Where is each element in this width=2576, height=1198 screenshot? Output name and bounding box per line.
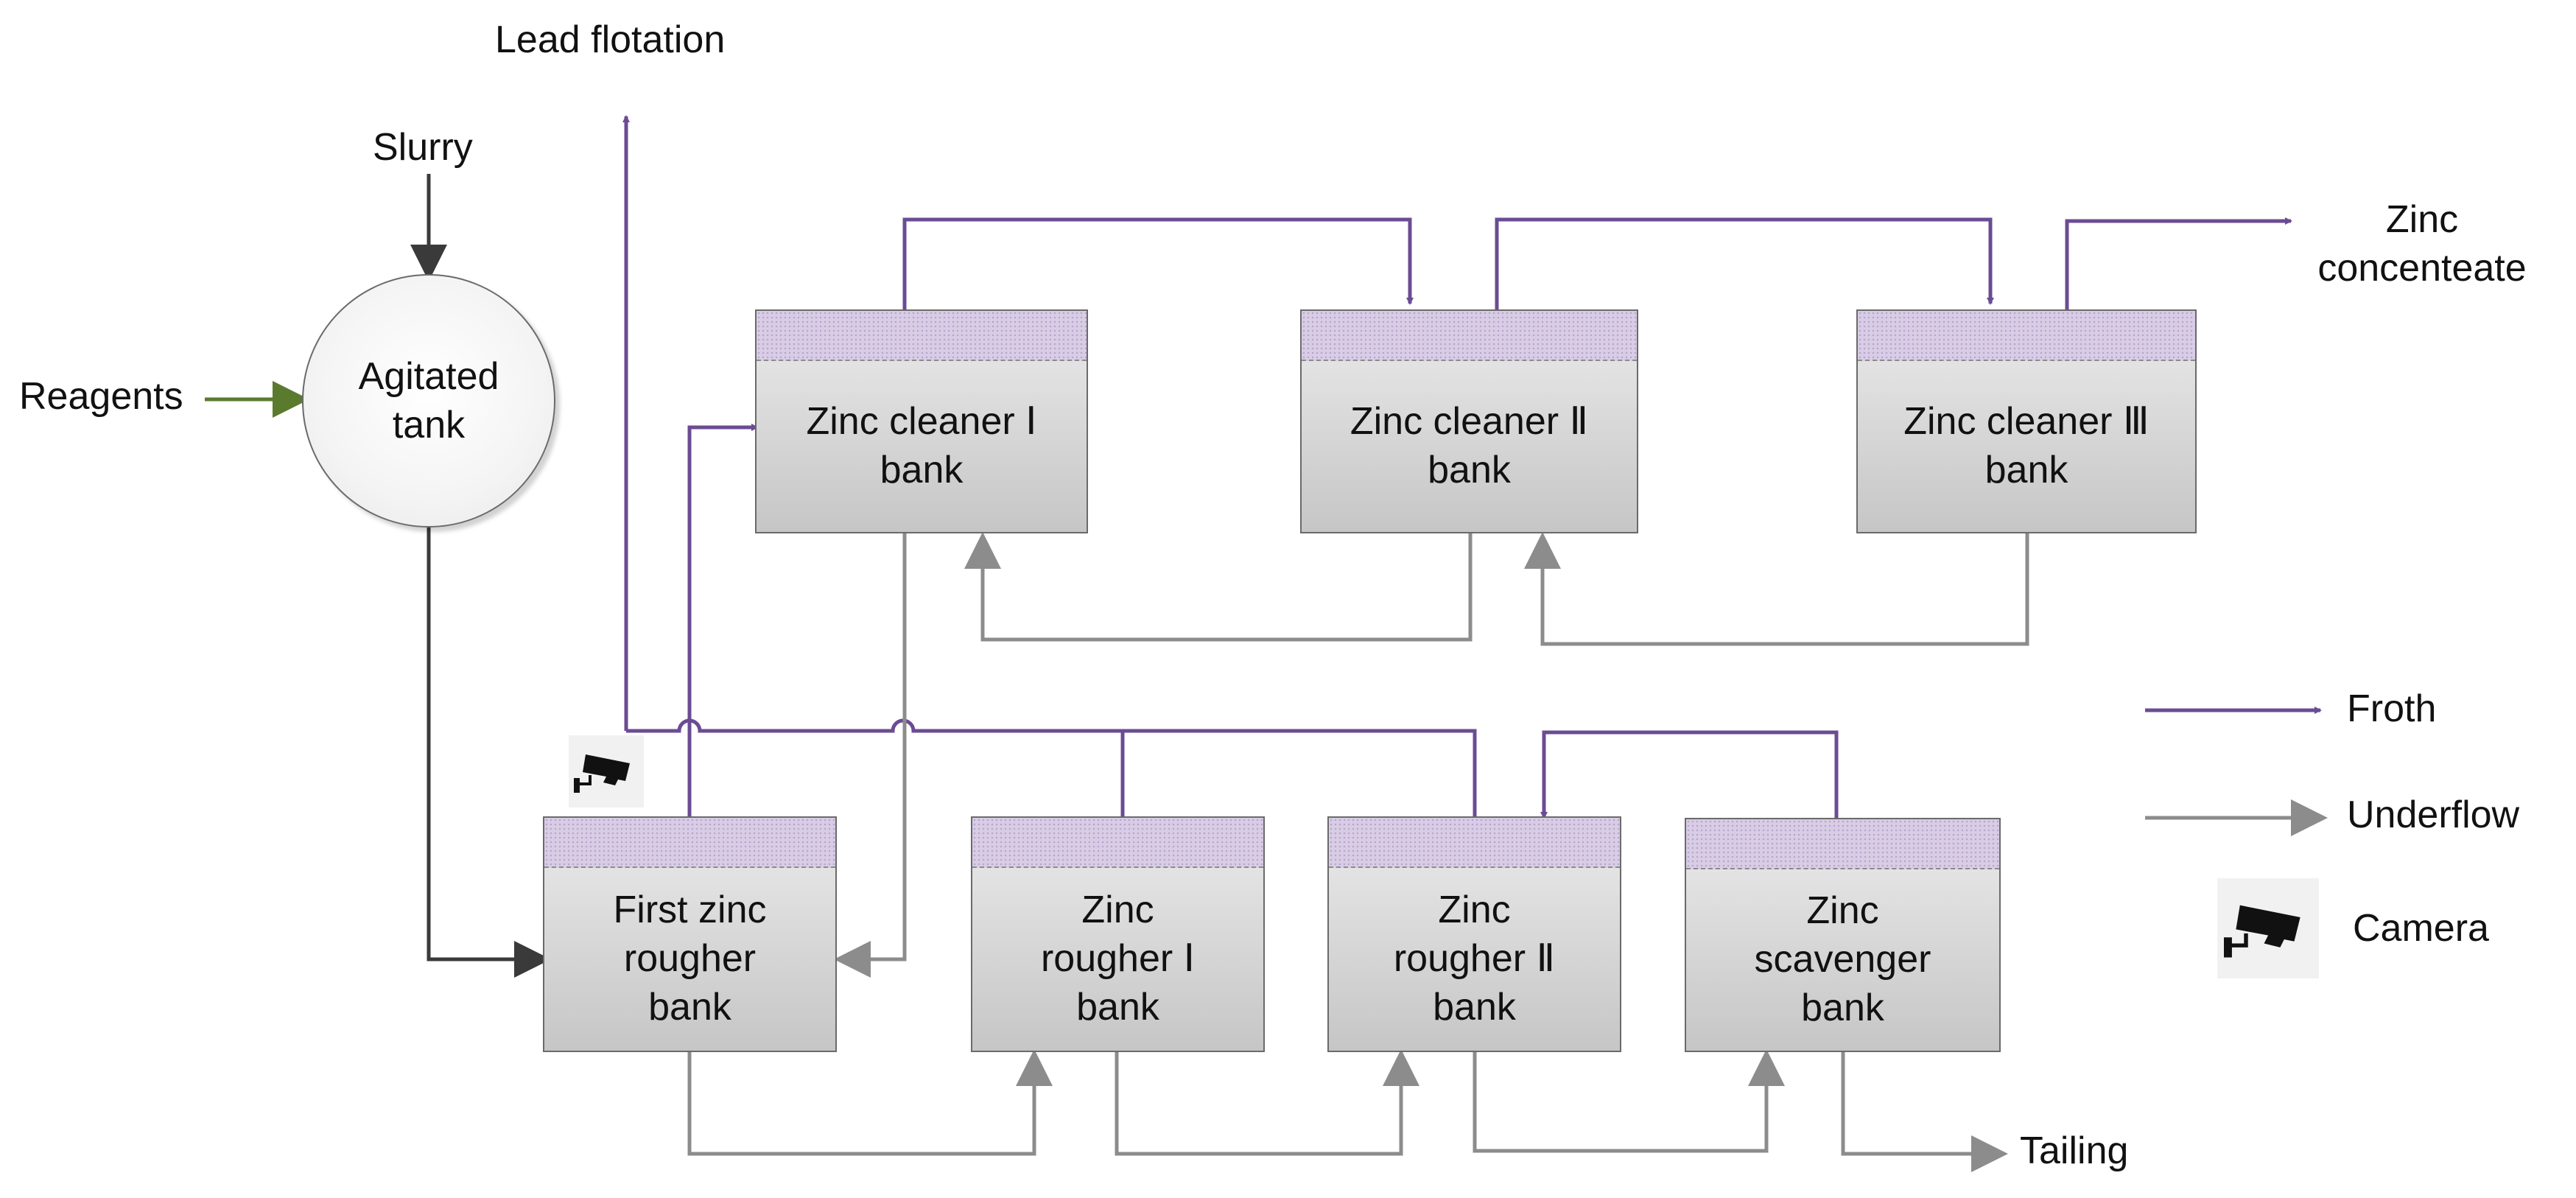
- zinc-rougher-1-bank: Zinc rougher Ⅰ bank: [971, 816, 1265, 1052]
- bank-label-line: bank: [1428, 449, 1511, 491]
- bank-label-line: rougher Ⅱ: [1393, 937, 1556, 980]
- bank-label-line: bank: [1801, 987, 1884, 1029]
- tank-to-first-rougher-line: [427, 526, 551, 978]
- lead-flotation-label: Lead flotation: [495, 18, 726, 61]
- camera-icon: [569, 735, 644, 808]
- rougher-froth-collector-line: [626, 718, 1477, 816]
- bank-label-line: rougher: [623, 937, 757, 980]
- bank-label-line: Zinc: [1438, 889, 1511, 931]
- bank-label-line: Zinc cleaner Ⅱ: [1350, 400, 1589, 443]
- bank-label-line: bank: [880, 449, 964, 491]
- first-rougher-to-cleaner1-line: [687, 424, 759, 816]
- bank-label-line: scavenger: [1754, 938, 1931, 981]
- froth-lines: [622, 115, 2292, 819]
- froth-layer: [1858, 311, 2195, 361]
- bank-label-line: First zinc: [613, 889, 767, 931]
- legend-camera-label: Camera: [2353, 907, 2489, 950]
- legend-camera-icon: [2217, 878, 2319, 978]
- reagents-label: Reagents: [19, 375, 183, 418]
- froth-layer: [972, 818, 1263, 868]
- first-rougher-underflow-line: [687, 1049, 1053, 1156]
- bank-label: Zinc rougher Ⅰ bank: [972, 866, 1263, 1051]
- underflow-lines: [687, 532, 2029, 1172]
- cleaner2-to-cleaner3-line: [1495, 217, 1994, 309]
- cleaner1-underflow-line: [834, 532, 907, 978]
- bank-label-line: bank: [648, 986, 731, 1029]
- bank-label: Zinc cleaner Ⅰ bank: [757, 360, 1087, 532]
- zinc-concentrate-label-line2: concenteate: [2317, 247, 2527, 290]
- zinc-cleaner-1-bank: Zinc cleaner Ⅰ bank: [755, 309, 1088, 533]
- legend-lines: [2145, 707, 2328, 836]
- tailing-label: Tailing: [2020, 1129, 2129, 1172]
- bank-label-line: rougher Ⅰ: [1040, 937, 1195, 980]
- bank-label: Zinc cleaner Ⅲ bank: [1858, 360, 2195, 532]
- cleaner2-underflow-line: [964, 532, 1473, 642]
- cleaner3-underflow-line: [1524, 532, 2029, 646]
- zinc-concentrate-label-line1: Zinc: [2385, 198, 2459, 241]
- scavenger-to-tailing-line: [1841, 1051, 2008, 1172]
- camera-icon-glyph: [574, 754, 630, 793]
- zinc-cleaner-2-bank: Zinc cleaner Ⅱ bank: [1300, 309, 1638, 533]
- zinc-scavenger-bank: Zinc scavenger bank: [1685, 818, 2001, 1052]
- cleaner1-to-cleaner2-line: [902, 217, 1414, 309]
- bank-label: Zinc scavenger bank: [1686, 868, 1999, 1051]
- first-zinc-rougher-bank: First zinc rougher bank: [543, 816, 837, 1052]
- zinc-cleaner-3-bank: Zinc cleaner Ⅲ bank: [1856, 309, 2197, 533]
- bank-label-line: Zinc cleaner Ⅰ: [806, 400, 1037, 443]
- froth-layer: [1686, 819, 1999, 869]
- bank-label-line: Zinc: [1806, 889, 1879, 932]
- froth-layer: [1302, 311, 1637, 361]
- legend-underflow-label: Underflow: [2347, 794, 2520, 836]
- froth-layer: [1329, 818, 1620, 868]
- bank-label-line: bank: [1076, 986, 1159, 1029]
- legend-froth-label: Froth: [2347, 687, 2437, 730]
- cleaner3-to-concentrate-line: [2065, 217, 2292, 309]
- rougher2-underflow-line: [1473, 1049, 1785, 1153]
- feed-lines: [205, 174, 551, 978]
- froth-layer: [544, 818, 835, 868]
- slurry-label: Slurry: [373, 126, 473, 169]
- scavenger-to-rougher2-line: [1540, 730, 1839, 819]
- agitated-tank: Agitated tank: [302, 274, 555, 528]
- zinc-rougher-2-bank: Zinc rougher Ⅱ bank: [1327, 816, 1621, 1052]
- froth-layer: [757, 311, 1087, 361]
- bank-label-line: bank: [1984, 449, 2068, 491]
- agitated-tank-label-line2: tank: [392, 404, 466, 446]
- bank-label: First zinc rougher bank: [544, 866, 835, 1051]
- rougher1-underflow-line: [1115, 1049, 1419, 1156]
- agitated-tank-label-line1: Agitated: [358, 355, 499, 398]
- camera-icon-glyph: [2224, 905, 2300, 958]
- bank-label: Zinc rougher Ⅱ bank: [1329, 866, 1620, 1051]
- bank-label-line: bank: [1433, 986, 1516, 1029]
- bank-label-line: Zinc: [1081, 889, 1154, 931]
- bank-label: Zinc cleaner Ⅱ bank: [1302, 360, 1637, 532]
- bank-label-line: Zinc cleaner Ⅲ: [1903, 400, 2149, 443]
